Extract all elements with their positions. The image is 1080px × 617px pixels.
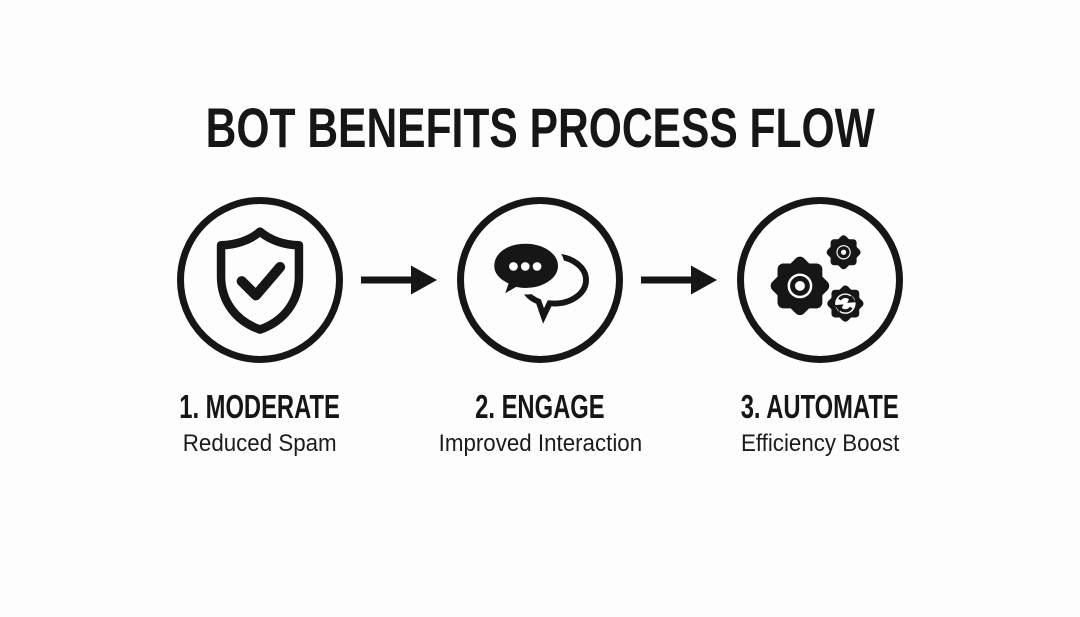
process-flow-row: 1. MODERATE Reduced Spam 2. ENGAGE [0,197,1080,456]
gears-automation-icon [770,235,864,322]
chat-bubbles-icon [487,237,589,324]
flow-arrow-2 [623,197,737,363]
step-circle [457,197,623,363]
step-engage: 2. ENGAGE Improved Interaction [438,197,642,456]
title-area: BOT BENEFITS PROCESS FLOW [0,0,1080,156]
flow-arrow-icon [361,265,437,295]
shield-check-icon [216,227,304,334]
step-sublabel: Improved Interaction [438,430,642,457]
step-label: 1. MODERATE [179,388,341,425]
step-label: 2. ENGAGE [475,388,605,425]
flow-arrow-1 [343,197,457,363]
step-sublabel: Efficiency Boost [740,430,900,457]
step-circle [177,197,343,363]
step-moderate: 1. MODERATE Reduced Spam [177,197,343,456]
step-automate: 3. AUTOMATE Efficiency Boost [737,197,903,456]
step-circle [737,197,903,363]
page-title: BOT BENEFITS PROCESS FLOW [205,96,875,159]
flow-arrow-icon [641,265,717,295]
step-label: 3. AUTOMATE [741,388,899,425]
step-sublabel: Reduced Spam [183,430,337,457]
